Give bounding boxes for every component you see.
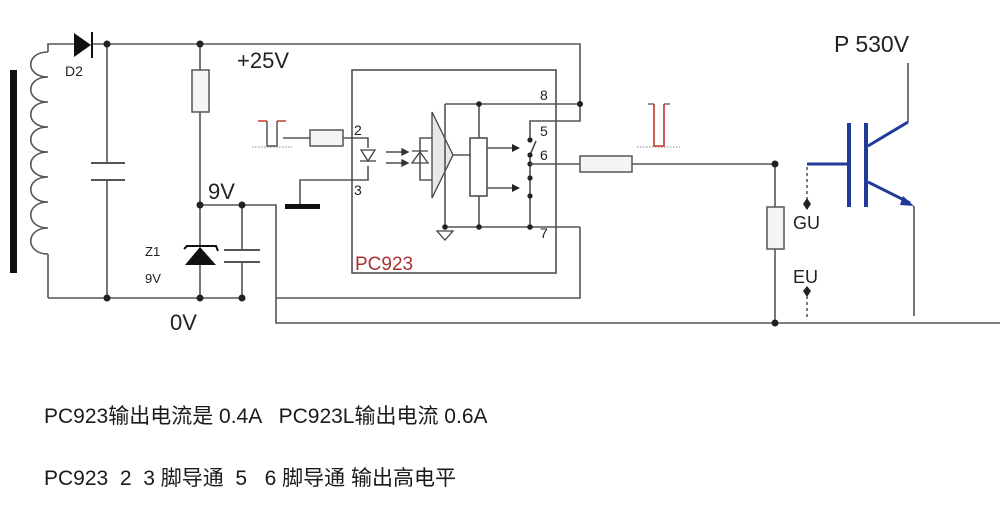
collector-supply-label: P 530V	[834, 31, 910, 57]
pin-label: 8	[540, 87, 548, 103]
zener-voltage-label: 9V	[145, 271, 161, 286]
capacitor-icon	[224, 249, 260, 263]
pin-label: 5	[540, 123, 548, 139]
emitter-probe-icon	[803, 286, 811, 297]
note-pin-conduction: PC923 2 3 脚导通 5 6 脚导通 输出高电平	[44, 467, 456, 490]
ground-bar-icon	[285, 204, 320, 209]
emitter-probe-label: EU	[793, 267, 818, 287]
gate-probe-icon	[803, 198, 811, 210]
resistor-icon	[191, 69, 210, 113]
note-output-current: PC923输出电流是 0.4A PC923L输出电流 0.6A	[44, 405, 488, 428]
supply-mid-label: 9V	[208, 179, 235, 204]
pin-label: 3	[354, 182, 362, 198]
switch-icon	[529, 104, 581, 227]
zener-label: Z1	[145, 244, 160, 259]
pin-label: 7	[540, 225, 548, 241]
light-arrows-icon	[386, 147, 410, 168]
supply-positive-label: +25V	[237, 48, 289, 73]
led-icon	[359, 149, 377, 163]
zener-diode-icon	[183, 245, 219, 265]
igbt-icon	[807, 120, 914, 207]
pc923-chip	[351, 69, 557, 274]
output-stage-block	[469, 137, 488, 197]
diode-icon	[74, 32, 93, 58]
resistor-icon	[579, 155, 633, 173]
chip-label: PC923	[355, 254, 413, 275]
capacitor-icon	[91, 162, 125, 181]
resistor-icon	[309, 129, 344, 147]
gate-probe-label: GU	[793, 213, 820, 233]
amplifier-icon	[431, 111, 454, 199]
ground-label: 0V	[170, 310, 197, 335]
pulse-waveform-icon	[252, 120, 292, 148]
pin-label: 6	[540, 147, 548, 163]
ground-icon	[435, 230, 455, 241]
diode-label: D2	[65, 63, 83, 79]
positive-rail-wire	[47, 43, 581, 102]
transformer-icon	[10, 45, 49, 298]
photodiode-icon	[410, 137, 432, 181]
resistor-icon	[766, 206, 785, 250]
pulse-waveform-icon	[637, 103, 680, 148]
pin-label: 2	[354, 122, 362, 138]
